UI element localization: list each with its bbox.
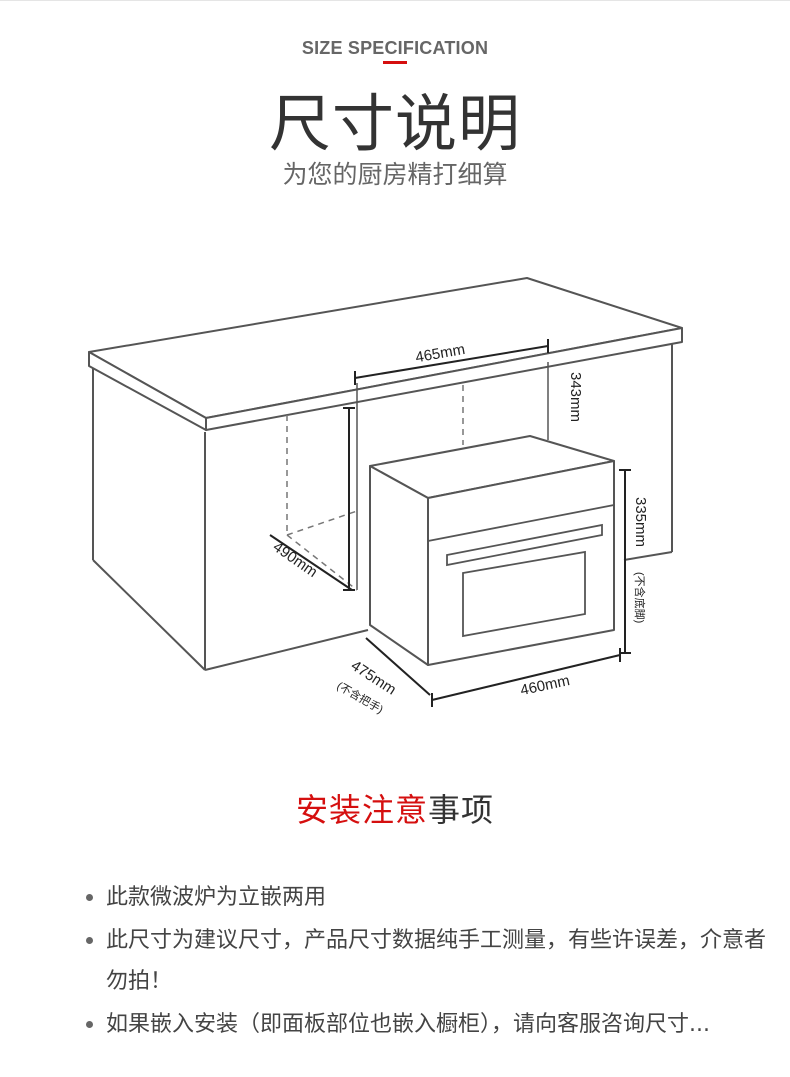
dim-oven-width: 460mm — [519, 672, 571, 699]
note-text: 此尺寸为建议尺寸，产品尺寸数据纯手工测量，有些许误差，介意者勿拍！ — [106, 928, 767, 994]
dim-oven-height: 335mm — [632, 497, 649, 547]
cabinet-oven-diagram: 465mm 343mm 490mm 335mm (不含底脚) 475mm (不含… — [88, 277, 683, 716]
list-item: 此尺寸为建议尺寸，产品尺寸数据纯手工测量，有些许误差，介意者勿拍！ — [86, 920, 776, 1002]
page-title: 尺寸说明 — [268, 87, 521, 160]
notes-heading-dark: 事项 — [428, 791, 495, 829]
bullet-icon — [86, 894, 93, 901]
list-item: 如果嵌入安装（即面板部位也嵌入橱柜），请向客服咨询尺寸... — [86, 1004, 776, 1045]
countertop-side — [205, 327, 683, 431]
bullet-icon — [86, 1021, 93, 1028]
oven-handle — [446, 523, 603, 567]
accent-underline — [383, 61, 407, 64]
page-subtitle: 为您的厨房精打细算 — [282, 160, 508, 189]
top-divider — [0, 0, 790, 1]
dim-cabinet-depth: 490mm — [270, 538, 321, 581]
note-text: 如果嵌入安装（即面板部位也嵌入橱柜），请向客服咨询尺寸... — [106, 1012, 710, 1037]
bullet-icon — [86, 937, 93, 944]
section-subtitle-en: SIZE SPECIFICATION — [301, 38, 489, 58]
list-item: 此款微波炉为立嵌两用 — [86, 877, 776, 918]
notes-heading: 安装注意事项 — [0, 788, 790, 832]
notes-list: 此款微波炉为立嵌两用 此尺寸为建议尺寸，产品尺寸数据纯手工测量，有些许误差，介意… — [86, 877, 776, 1045]
dim-oven-height-note: (不含底脚) — [633, 572, 647, 623]
oven-side — [369, 465, 429, 666]
note-text: 此款微波炉为立嵌两用 — [106, 885, 327, 910]
oven-window — [462, 550, 586, 638]
dim-cabinet-height: 343mm — [567, 372, 584, 422]
notes-heading-red: 安装注意 — [295, 791, 428, 829]
